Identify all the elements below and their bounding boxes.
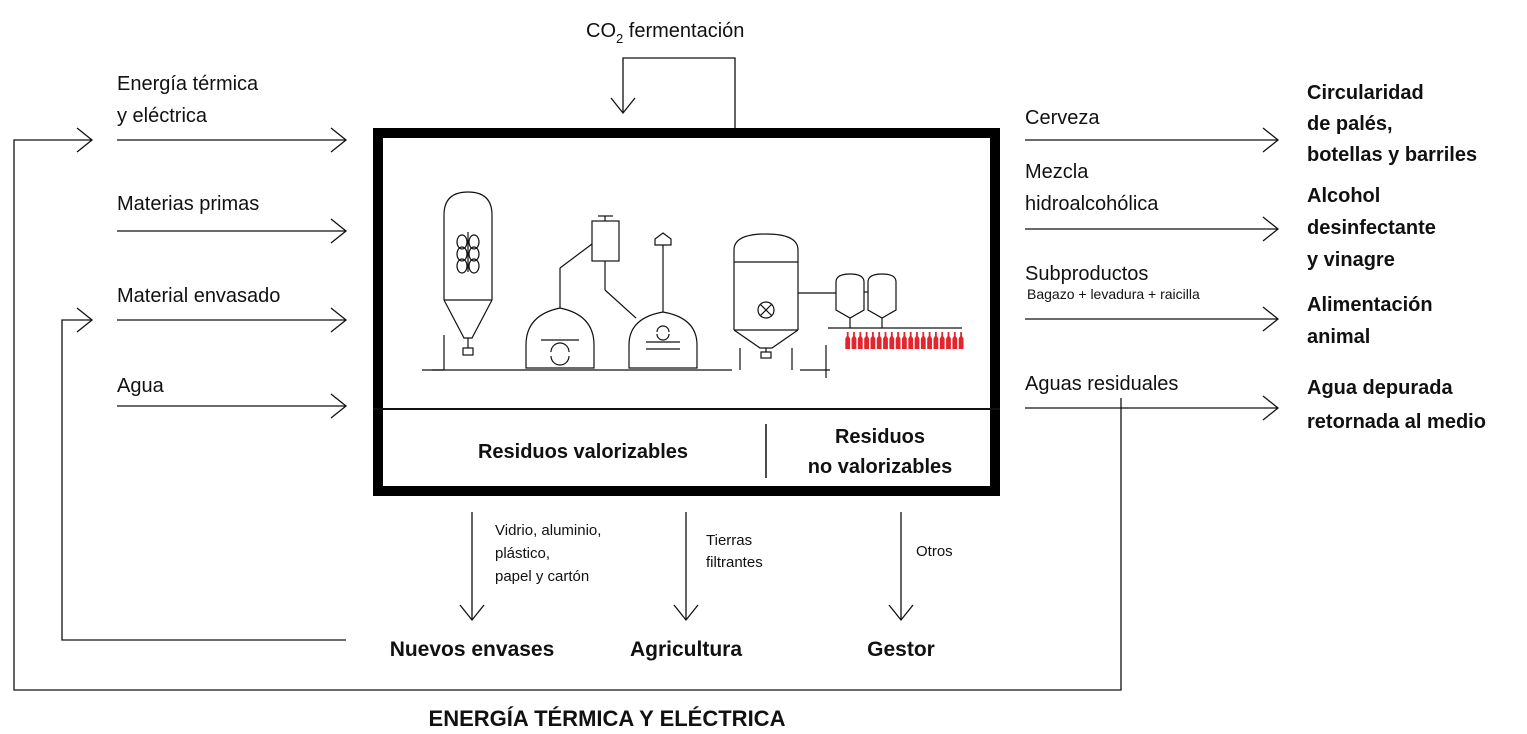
waste-packaging-label-line1: Vidrio, aluminio,	[495, 522, 601, 539]
non-valorizable-waste-label-line2: no valorizables	[808, 456, 953, 478]
wheat-icon	[456, 232, 480, 274]
waste-other-label: Otros	[916, 543, 953, 560]
brewery-process-box: Residuos valorizables Residuos no valori…	[373, 128, 1000, 496]
output-beer-label: Cerveza	[1025, 107, 1100, 129]
dest-animal-feed-line1: Alimentación	[1307, 294, 1433, 316]
input-labels: Energía térmica y eléctrica Materias pri…	[117, 73, 280, 397]
bottle-icon	[851, 332, 857, 349]
dest-alcohol-line3: y vinagre	[1307, 249, 1395, 271]
dest-circularity-line1: Circularidad	[1307, 82, 1424, 104]
bottle-icon	[920, 332, 926, 349]
bottle-icon	[927, 332, 932, 349]
bottle-icon	[908, 332, 914, 349]
output-hydroalcoholic-label-line1: Mezcla	[1025, 161, 1089, 183]
input-energy-label-line2: y eléctrica	[117, 105, 208, 127]
brew-kettle	[628, 232, 698, 369]
dest-waste-manager: Gestor	[867, 638, 935, 661]
output-labels: Cerveza Mezcla hidroalcohólica Subproduc…	[1025, 107, 1200, 395]
input-raw-materials-label: Materias primas	[117, 193, 259, 215]
grain-silo	[422, 191, 493, 371]
output-arrows	[1025, 127, 1280, 421]
energy-recovery-loop	[13, 127, 1122, 691]
bottle-icon	[958, 332, 964, 349]
bright-beer-tanks	[835, 273, 897, 328]
output-wastewater-label: Aguas residuales	[1025, 373, 1178, 395]
waste-flows: Vidrio, aluminio, plástico, papel y cart…	[390, 512, 953, 661]
bottle-icon	[939, 332, 945, 349]
input-water-label: Agua	[117, 375, 165, 397]
bottle-icon	[845, 332, 851, 349]
bottle-icon	[933, 332, 939, 349]
dest-agriculture: Agricultura	[630, 638, 742, 661]
lauter-tank	[591, 215, 637, 319]
bottle-icon	[870, 332, 876, 349]
fermentation-tank	[733, 233, 836, 370]
packaging-recycling-loop	[61, 307, 346, 641]
output-hydroalcoholic-label-line2: hidroalcohólica	[1025, 193, 1159, 215]
bottle-icon	[952, 332, 958, 349]
input-packaging-label: Material envasado	[117, 285, 280, 307]
bottle-icon	[857, 332, 863, 349]
dest-alcohol-line1: Alcohol	[1307, 185, 1380, 207]
co2-label: CO2 fermentación	[586, 20, 744, 46]
mash-tun	[525, 243, 595, 369]
brewing-equipment-illustration	[422, 191, 964, 378]
output-byproducts-detail: Bagazo + levadura + raicilla	[1027, 286, 1200, 302]
dest-circularity-line2: de palés,	[1307, 113, 1393, 135]
dest-animal-feed-line2: animal	[1307, 326, 1370, 348]
waste-packaging-label-line3: papel y cartón	[495, 568, 589, 585]
bottle-icon	[902, 332, 907, 349]
destination-labels: Circularidad de palés, botellas y barril…	[1307, 82, 1486, 433]
input-arrows	[117, 127, 348, 419]
bottle-icon	[895, 332, 901, 349]
waste-filter-earth-label-line1: Tierras	[706, 532, 752, 549]
bottle-icon	[914, 332, 920, 349]
bottling-line	[845, 332, 964, 349]
non-valorizable-waste-label-line1: Residuos	[835, 426, 925, 448]
dest-new-packaging: Nuevos envases	[390, 638, 555, 661]
bottle-icon	[889, 332, 895, 349]
dest-alcohol-line2: desinfectante	[1307, 217, 1436, 239]
waste-filter-earth-label-line2: filtrantes	[706, 554, 763, 571]
dest-water-line2: retornada al medio	[1307, 411, 1486, 433]
dest-water-line1: Agua depurada	[1307, 377, 1453, 399]
valorizable-waste-label: Residuos valorizables	[478, 441, 688, 463]
bottle-icon	[946, 332, 951, 349]
bottle-icon	[864, 332, 869, 349]
piping	[432, 327, 962, 378]
footer-title: ENERGÍA TÉRMICA Y ELÉCTRICA	[429, 706, 786, 731]
bottle-icon	[876, 332, 882, 349]
waste-packaging-label-line2: plástico,	[495, 545, 550, 562]
bottle-icon	[883, 332, 888, 349]
dest-circularity-line3: botellas y barriles	[1307, 144, 1477, 166]
input-energy-label-line1: Energía térmica	[117, 73, 259, 95]
co2-loop: CO2 fermentación	[586, 20, 744, 128]
output-byproducts-label: Subproductos	[1025, 263, 1148, 285]
